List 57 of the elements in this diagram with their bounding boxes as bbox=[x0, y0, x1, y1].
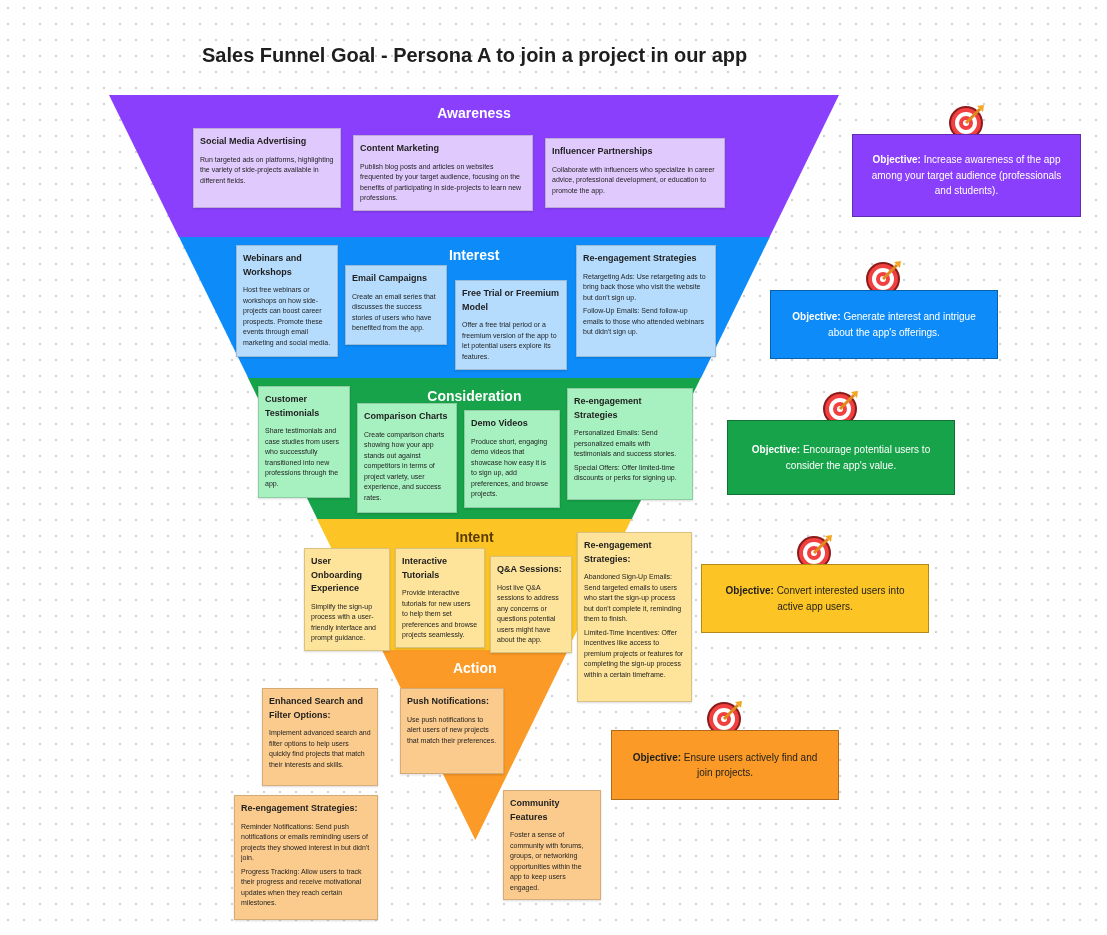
strategy-card bbox=[577, 532, 692, 702]
strategy-card bbox=[567, 388, 693, 500]
card-heading: Email Campaigns bbox=[352, 272, 428, 285]
stage-title: Interest bbox=[448, 247, 500, 263]
card-heading: Webinars and Workshops bbox=[243, 252, 303, 279]
diagram-title: Sales Funnel Goal - Persona A to join a project in our app bbox=[202, 44, 748, 67]
card-heading: Community Features bbox=[510, 797, 561, 824]
card-heading: Demo Videos bbox=[471, 417, 529, 430]
card-heading: Q&A Sessions: bbox=[497, 563, 563, 576]
strategy-card bbox=[400, 688, 504, 774]
card-heading: Push Notifications: bbox=[407, 695, 490, 708]
strategy-card bbox=[353, 135, 533, 211]
card-heading: Influencer Partnerships bbox=[552, 145, 654, 158]
card-heading: Enhanced Search and Filter Options: bbox=[269, 695, 365, 722]
objective-card bbox=[701, 564, 929, 633]
objective-text: Objective: Encourage potential users to consider the app's value. bbox=[750, 443, 932, 473]
stage-title: Consideration bbox=[427, 388, 522, 404]
strategy-card bbox=[234, 795, 378, 920]
card-heading: User Onboarding Experience bbox=[311, 555, 363, 595]
strategy-card bbox=[395, 548, 485, 648]
stage-title: Intent bbox=[455, 529, 494, 545]
funnel-stage bbox=[109, 95, 839, 237]
strategy-card bbox=[193, 128, 341, 208]
strategy-card bbox=[258, 386, 350, 498]
strategy-card bbox=[464, 410, 560, 508]
strategy-card bbox=[304, 548, 390, 651]
objective-text: Objective: Increase awareness of the app among your target audience (professionals and students). bbox=[870, 153, 1063, 199]
funnel-stage bbox=[178, 237, 770, 378]
strategy-card bbox=[455, 280, 567, 370]
strategy-card bbox=[490, 556, 572, 653]
card-heading: Customer Testimonials bbox=[265, 393, 321, 420]
strategy-card bbox=[576, 245, 716, 357]
objective-card bbox=[727, 420, 955, 495]
card-heading: Content Marketing bbox=[360, 142, 440, 155]
objective-text: Objective: Convert interested users into active app users. bbox=[724, 584, 906, 614]
strategy-card bbox=[345, 265, 447, 345]
objective-card bbox=[611, 730, 839, 800]
objective-text: Objective: Generate interest and intrigue about the app's offerings. bbox=[791, 310, 977, 340]
card-heading: Re-engagement Strategies: bbox=[241, 802, 359, 815]
card-heading: Re-engagement Strategies: bbox=[584, 539, 653, 566]
card-heading: Comparison Charts bbox=[364, 410, 449, 423]
stage-title: Awareness bbox=[437, 105, 511, 121]
card-heading: Re-engagement Strategies bbox=[583, 252, 698, 265]
strategy-card bbox=[236, 245, 338, 357]
card-heading: Re-engagement Strategies bbox=[574, 395, 643, 422]
strategy-card bbox=[262, 688, 378, 786]
objective-card bbox=[852, 134, 1081, 217]
objective-card bbox=[770, 290, 998, 359]
strategy-card bbox=[545, 138, 725, 208]
strategy-card bbox=[357, 403, 457, 513]
stage-title: Action bbox=[452, 660, 497, 676]
funnel-stage bbox=[248, 378, 701, 519]
strategy-card bbox=[503, 790, 601, 900]
card-heading: Free Trial or Freemium Model bbox=[462, 287, 560, 314]
card-heading: Social Media Advertising bbox=[200, 135, 308, 148]
card-heading: Interactive Tutorials bbox=[402, 555, 448, 582]
objective-text: Objective: Ensure users actively find and join projects. bbox=[631, 750, 819, 780]
